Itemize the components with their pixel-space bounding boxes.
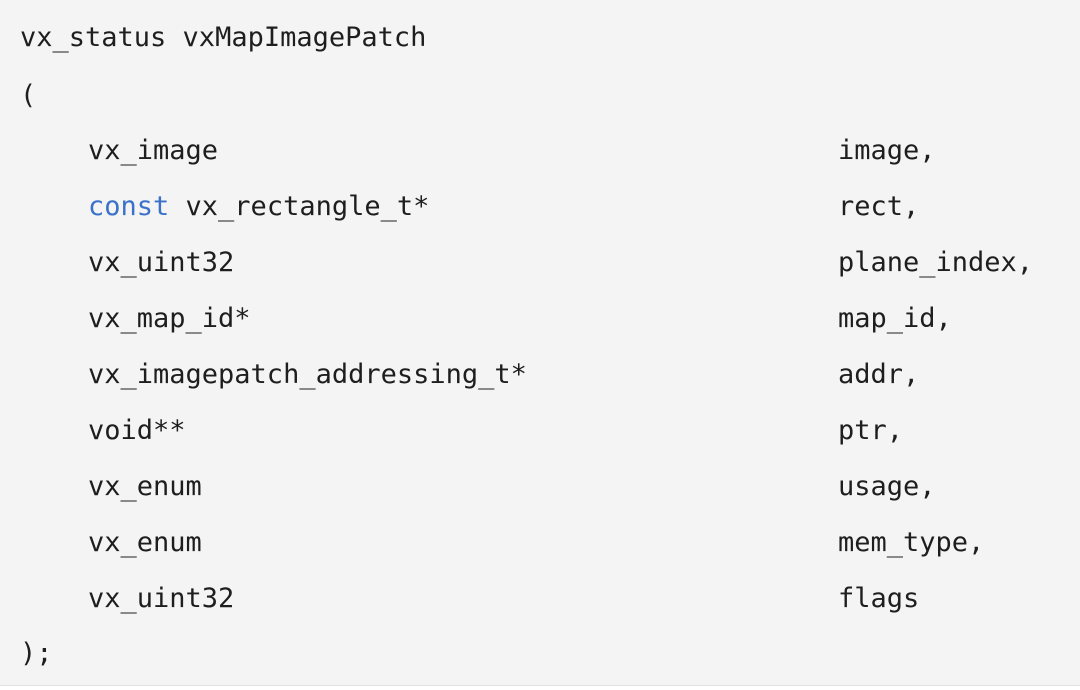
open-paren: ( <box>20 80 37 111</box>
param-name: addr, <box>838 359 920 390</box>
param-name: plane_index, <box>838 247 1034 278</box>
param-type: vx_map_id* <box>88 303 251 335</box>
param-name: usage, <box>838 471 936 502</box>
param-type-text: vx_map_id* <box>88 303 251 334</box>
param-type-text: vx_rectangle_t* <box>169 191 430 222</box>
function-signature: vx_status vxMapImagePatch <box>20 22 427 53</box>
param-name: ptr, <box>838 415 904 446</box>
param-type: const vx_rectangle_t* <box>88 191 429 223</box>
param-type: void** <box>88 415 186 447</box>
param-type-text: void** <box>88 415 186 446</box>
param-name: rect, <box>838 191 920 222</box>
param-name: flags <box>838 583 920 614</box>
param-type-text: vx_uint32 <box>88 247 235 278</box>
close-paren: ); <box>20 638 53 669</box>
param-type-text: vx_imagepatch_addressing_t* <box>88 359 527 390</box>
param-type: vx_uint32 <box>88 247 234 279</box>
param-name: mem_type, <box>838 527 985 558</box>
param-type: vx_imagepatch_addressing_t* <box>88 359 527 391</box>
param-type-text: vx_enum <box>88 471 202 502</box>
param-type-text: vx_image <box>88 135 219 166</box>
param-name: image, <box>838 135 936 166</box>
param-name: map_id, <box>838 303 952 334</box>
param-type-text: vx_uint32 <box>88 583 235 614</box>
param-type: vx_enum <box>88 471 202 503</box>
param-type: vx_enum <box>88 527 202 559</box>
param-type: vx_image <box>88 135 218 167</box>
param-type-text: vx_enum <box>88 527 202 558</box>
param-keyword: const <box>88 191 170 222</box>
param-type: vx_uint32 <box>88 583 234 615</box>
